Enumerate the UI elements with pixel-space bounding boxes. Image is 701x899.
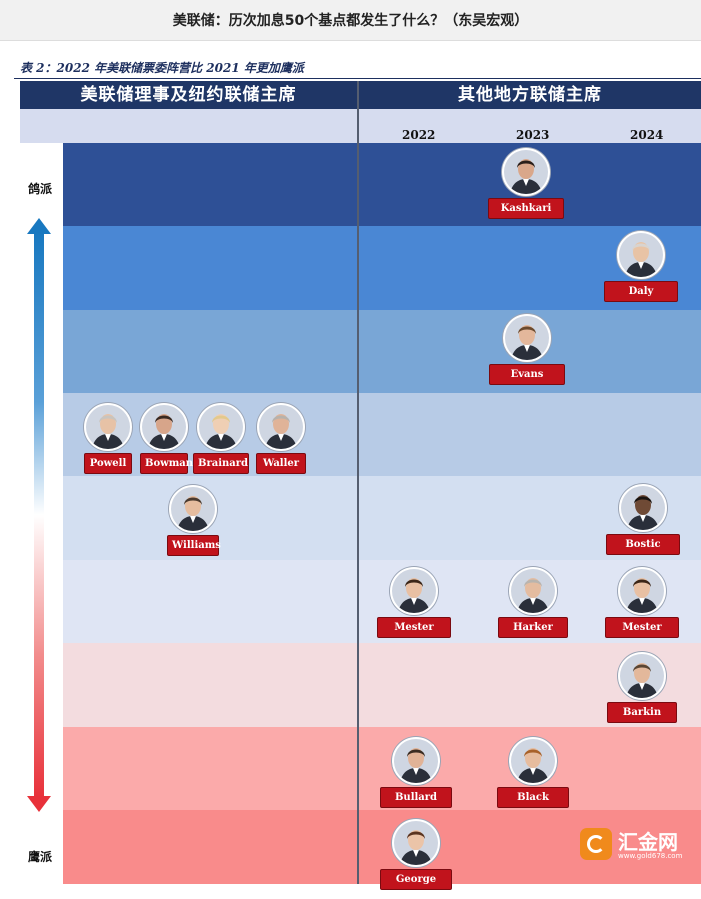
name-tag: Waller [256,453,306,474]
portrait-icon [619,484,667,532]
column-divider [357,81,359,884]
name-tag: Williams [167,535,221,556]
portrait-icon [169,485,217,533]
portrait-icon [509,567,557,615]
name-tag: Mester [377,617,451,638]
stance-band-7 [63,643,701,727]
watermark-text: 汇金网 [618,830,678,854]
figure-caption: 表 2：2022 年美联储票委阵营比 2021 年更加鹰派 [20,61,304,75]
name-tag: Mester [605,617,679,638]
member-bowman: Bowman [123,403,205,483]
member-bullard: Bullard [375,737,457,817]
member-waller: Waller [240,403,322,483]
left-column-header: 美联储理事及纽约联储主席 [20,81,357,109]
member-bostic: Bostic [602,484,684,564]
year-header-band [20,109,701,143]
member-kashkari: Kashkari [485,148,567,228]
dovish-label: 鸽派 [28,182,53,196]
watermark-logo-icon [580,828,612,860]
name-tag: Black [497,787,569,808]
page-title: 美联储：历次加息50个基点都发生了什么？（东吴宏观） [172,13,529,29]
member-williams: Williams [152,485,234,565]
stance-band-1 [63,143,701,226]
name-tag: Bostic [606,534,680,555]
portrait-icon [390,567,438,615]
member-powell: Powell [67,403,149,483]
portrait-icon [618,652,666,700]
watermark: 汇金网 www.gold678.com [580,826,690,866]
name-tag: Powell [84,453,132,474]
member-black: Black [492,737,574,817]
portrait-icon [197,403,245,451]
name-tag: George [380,869,452,890]
portrait-icon [509,737,557,785]
caption-rule [14,78,701,79]
member-barkin: Barkin [601,652,683,732]
year-label-2022: 2022 [402,128,436,142]
portrait-icon [140,403,188,451]
member-evans: Evans [486,314,568,394]
member-harker: Harker [492,567,574,647]
portrait-icon [392,737,440,785]
name-tag: Bullard [380,787,452,808]
member-brainard: Brainard [180,403,262,483]
name-tag: Kashkari [488,198,564,219]
right-column-header: 其他地方联储主席 [359,81,701,109]
name-tag: Bowman [140,453,193,474]
portrait-icon [392,819,440,867]
stance-arrow [26,218,52,812]
top-bar: 美联储：历次加息50个基点都发生了什么？（东吴宏观） [0,0,701,41]
stance-band-3 [63,310,701,393]
name-tag: Daly [604,281,678,302]
hawkish-label: 鹰派 [28,850,53,864]
portrait-icon [617,231,665,279]
year-label-2024: 2024 [630,128,664,142]
name-tag: Barkin [607,702,677,723]
member-mester: Mester [373,567,455,647]
portrait-icon [502,148,550,196]
portrait-icon [618,567,666,615]
member-mester: Mester [601,567,683,647]
arrow-gradient-shaft [34,232,44,798]
watermark-url: www.gold678.com [618,852,683,860]
name-tag: Evans [489,364,565,385]
portrait-icon [257,403,305,451]
member-daly: Daly [600,231,682,311]
arrow-down-icon [27,796,51,812]
portrait-icon [503,314,551,362]
name-tag: Brainard [193,453,249,474]
portrait-icon [84,403,132,451]
stance-band-2 [63,226,701,310]
member-george: George [375,819,457,899]
name-tag: Harker [498,617,568,638]
year-label-2023: 2023 [516,128,550,142]
arrow-up-icon [27,218,51,234]
